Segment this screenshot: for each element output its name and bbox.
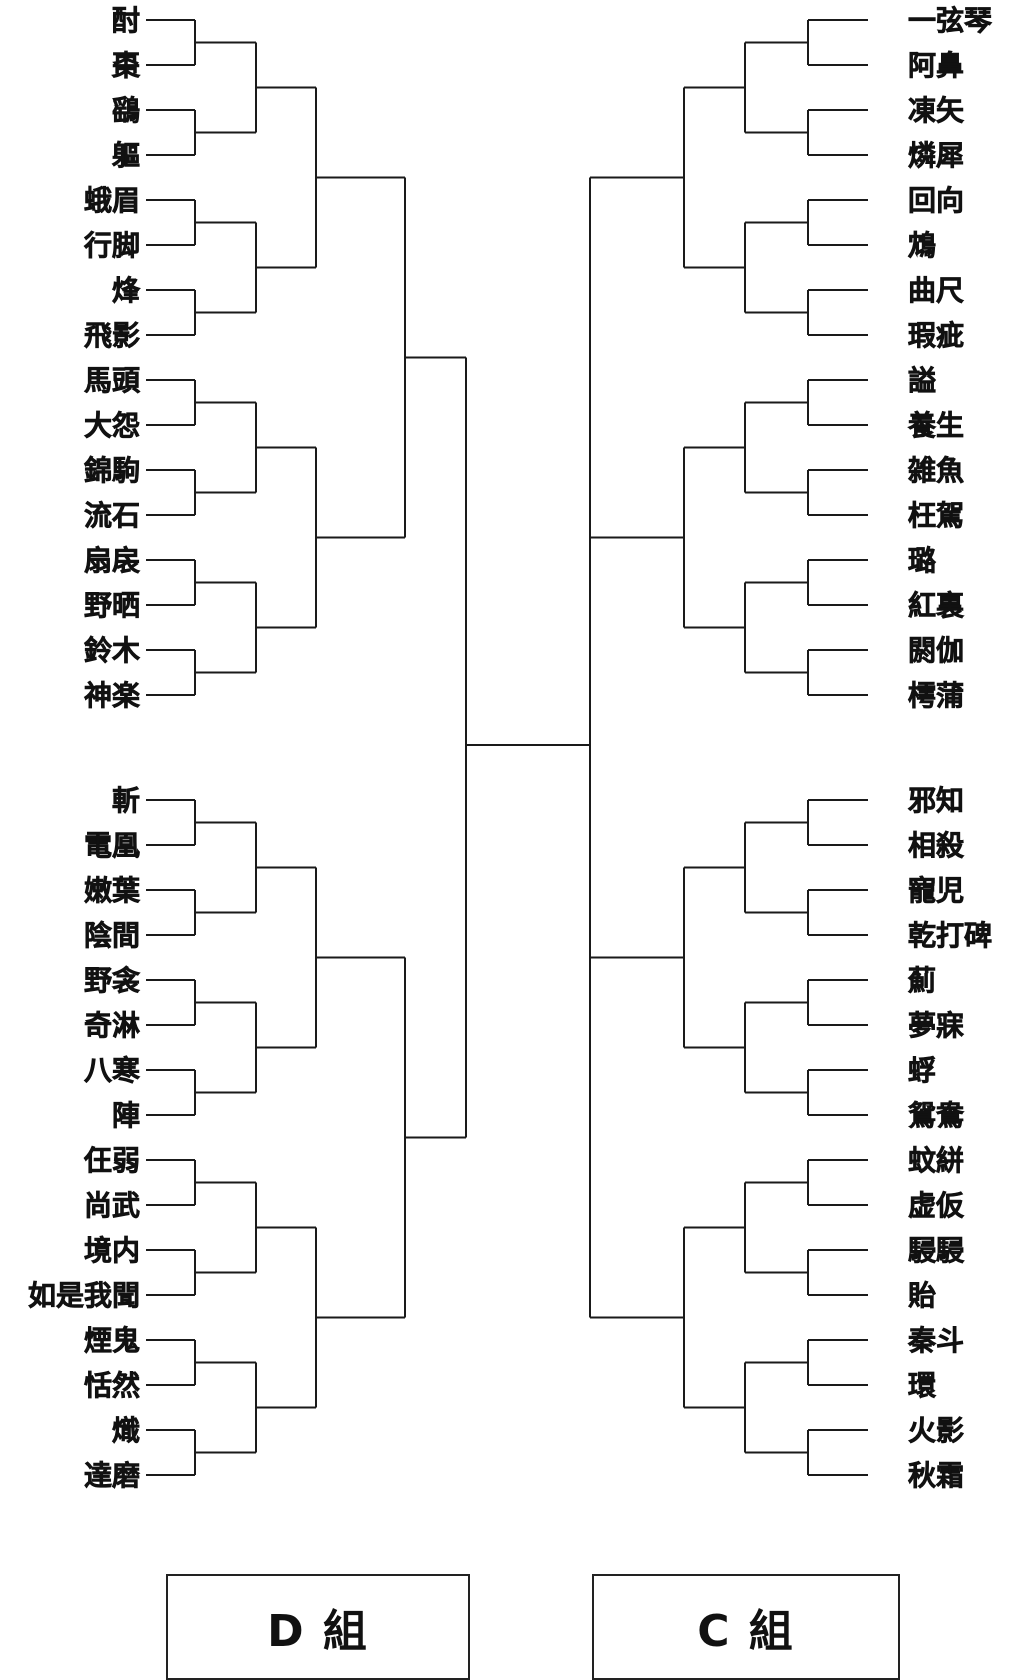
competitor-name-d: 尚武 [84,1189,140,1222]
competitor-name-d: 飛影 [84,319,140,352]
competitor-name-c: 貽 [908,1279,936,1312]
competitor-name-c: 秦斗 [907,1324,964,1357]
group-d-label: D 組 [166,1574,470,1680]
competitor-name-c: 燐犀 [908,139,964,172]
competitor-name-c: 蜉 [908,1054,936,1087]
competitor-name-d: 野衾 [84,964,141,997]
competitor-name-d: 電凰 [84,829,140,862]
competitor-name-d: 陰間 [84,919,140,952]
competitor-name-c: 凍矢 [908,94,965,127]
competitor-name-d: 鈴木 [84,634,140,667]
competitor-name-c: 紅裏 [908,589,965,622]
competitor-name-c: 曲尺 [908,274,964,307]
competitor-name-d: 神楽 [84,679,140,712]
competitor-name-d: 軀 [111,139,140,172]
competitor-name-c: 蚊絣 [908,1144,964,1177]
competitor-name-d: 境内 [84,1234,140,1267]
competitor-name-c: 閼伽 [908,634,964,667]
competitor-name-c: 回向 [908,184,964,217]
competitor-name-c: 駸駸 [908,1234,965,1267]
competitor-name-c: 鴆 [908,229,936,262]
competitor-name-d: 烽 [112,274,141,307]
group-c-label: C 組 [592,1574,900,1680]
competitor-name-c: 夢寐 [908,1009,964,1042]
competitor-name-c: 秋霜 [908,1459,964,1492]
competitor-name-c: 火影 [908,1414,964,1447]
competitor-name-d: 恬然 [84,1369,140,1402]
competitor-name-c: 謚 [908,364,936,397]
competitor-name-c: 一弦琴 [908,4,992,37]
competitor-name-d: 陣 [112,1099,140,1132]
competitor-name-d: 棗 [111,49,141,82]
competitor-name-c: 樗蒲 [908,679,964,712]
competitor-name-d: 如是我聞 [28,1279,140,1312]
competitor-name-d: 仼弱 [83,1144,140,1177]
competitor-name-d: 煙鬼 [84,1324,140,1357]
competitor-name-c: 相殺 [908,829,965,862]
competitor-name-d: 行脚 [83,229,140,262]
competitor-name-c: 乾打碑 [908,919,992,952]
competitor-name-d: 達磨 [84,1459,140,1492]
competitor-name-d: 鷂 [112,94,140,127]
competitor-name-d: 熾 [112,1414,140,1447]
competitor-name-c: 阿鼻 [908,49,964,82]
competitor-name-d: 流石 [84,499,140,532]
competitor-name-c: 枉駕 [908,499,964,532]
competitor-name-d: 嫩葉 [84,874,141,907]
competitor-name-d: 奇淋 [84,1009,140,1042]
competitor-name-c: 雑魚 [907,454,964,487]
competitor-name-d: 馬頭 [84,364,141,397]
competitor-name-c: 薊 [907,964,936,997]
competitor-name-c: 養生 [907,409,964,442]
competitor-name-d: 八寒 [84,1054,140,1087]
competitor-name-c: 環 [908,1369,937,1402]
competitor-name-c: 寵児 [908,874,964,907]
competitor-name-d: 錦駒 [84,454,140,487]
competitor-name-d: 扇扆 [84,544,140,577]
competitor-name-d: 斬 [112,784,140,817]
competitor-name-c: 瑕疵 [908,319,964,352]
competitor-name-c: 邪知 [907,784,964,817]
competitor-name-c: 鴛鴦 [908,1099,965,1132]
competitor-name-d: 蛾眉 [84,184,140,217]
competitor-name-c: 璐 [908,544,936,577]
competitor-name-d: 大怨 [84,409,140,442]
competitor-name-d: 野晒 [84,589,140,622]
competitor-name-c: 虚仮 [908,1189,965,1222]
competitor-name-d: 酎 [112,4,140,37]
